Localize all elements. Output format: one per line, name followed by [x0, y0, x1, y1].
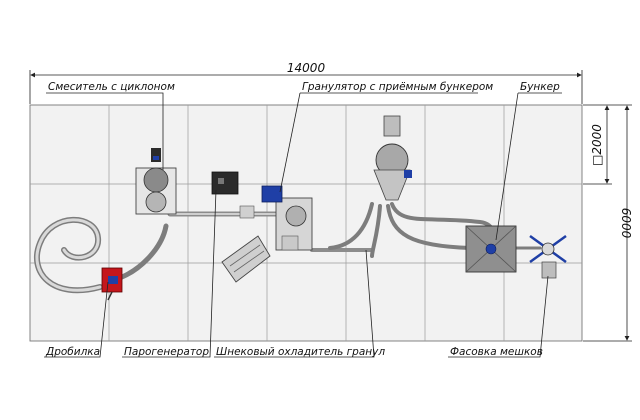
cyclone-down-pipe-2 — [370, 204, 382, 258]
bagging-head — [541, 242, 555, 256]
granulator-motor — [261, 185, 283, 203]
label-mixer: Смеситель с циклоном — [48, 81, 175, 93]
screw-cooler-unit[interactable] — [221, 235, 271, 283]
steam-generator-unit[interactable] — [211, 171, 255, 219]
cyclone-unit[interactable] — [373, 115, 412, 201]
screw-cooler-body — [221, 235, 271, 283]
crusher-motor — [108, 276, 118, 284]
dimension-cell: □2000 — [583, 105, 612, 185]
crusher-unit[interactable] — [101, 267, 123, 301]
mixer-cyclone — [143, 167, 169, 193]
bagging-unit[interactable] — [529, 234, 567, 279]
bunker-valve — [485, 243, 497, 255]
label-bunker: Бункер — [520, 81, 560, 93]
label-crusher: Дробилка — [45, 346, 100, 358]
cyclone-to-bunker-pipe-1 — [386, 204, 472, 250]
dimension-height: 6000 — [583, 104, 633, 342]
dimension-total-length-text: 14000 — [287, 61, 326, 75]
label-granulator: Гранулятор с приёмным бункером — [302, 81, 493, 93]
label-steam-generator: Парогенератор — [124, 346, 209, 358]
mixer-drum — [145, 191, 167, 213]
dimension-total-length: 14000 — [29, 61, 583, 104]
label-screw-cooler: Шнековый охладитель гранул — [216, 346, 385, 358]
granulator-unit[interactable] — [261, 185, 313, 251]
bunker-unit[interactable] — [465, 225, 517, 273]
crusher-inlet-hose-inner — [35, 218, 102, 292]
dimension-cell-text: □2000 — [590, 124, 604, 166]
bagging-bag — [541, 261, 557, 279]
steam-generator-body — [211, 171, 239, 195]
dimension-height-text: 6000 — [619, 208, 633, 239]
cyclone-down-pipe-1 — [328, 202, 374, 250]
mixer-motor — [151, 148, 161, 162]
label-bagging: Фасовка мешков — [450, 346, 543, 358]
mixer-unit[interactable] — [135, 148, 177, 215]
leader-lines — [44, 92, 562, 358]
cyclone-top — [383, 115, 401, 137]
